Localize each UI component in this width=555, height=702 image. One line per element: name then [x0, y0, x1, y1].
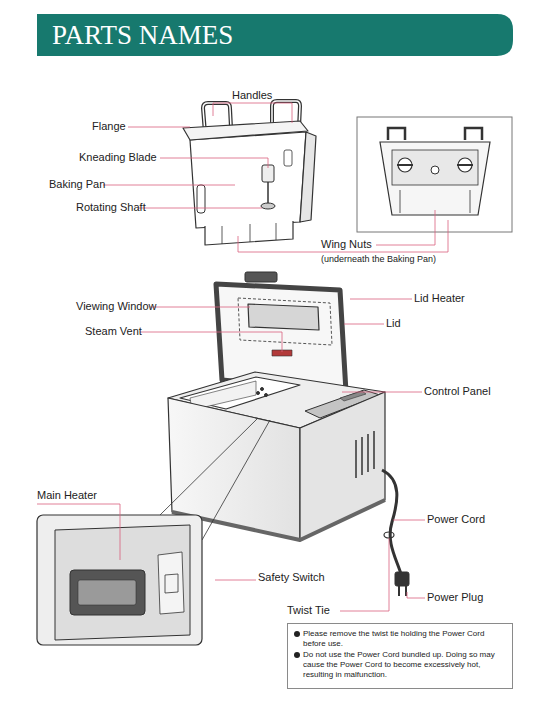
part-label: Baking Pan	[49, 178, 105, 191]
note-text: Please remove the twist tie holding the …	[303, 629, 484, 648]
part-label: Lid Heater	[414, 292, 465, 305]
note-box: Please remove the twist tie holding the …	[287, 623, 513, 689]
part-label: Rotating Shaft	[76, 201, 146, 214]
note-text-block: Please remove the twist tie holding the …	[294, 629, 506, 649]
part-label: Safety Switch	[258, 571, 325, 584]
wing-nut-inset	[357, 117, 512, 232]
bullet-dot	[294, 652, 300, 658]
leader-lines	[37, 103, 448, 611]
part-label: Control Panel	[424, 385, 491, 398]
part-label: Kneading Blade	[79, 151, 157, 164]
title-banner	[37, 14, 513, 56]
bread-machine-drawing	[168, 272, 409, 596]
bullet-dot	[294, 631, 300, 637]
part-label: Lid	[386, 317, 401, 330]
part-label: Main Heater	[37, 489, 97, 502]
part-label: Viewing Window	[76, 300, 157, 313]
part-label: (underneath the Baking Pan)	[321, 253, 436, 266]
part-label: Power Plug	[427, 591, 483, 604]
main-heater-inset	[37, 418, 270, 645]
part-label: Steam Vent	[85, 325, 142, 338]
part-label: Flange	[92, 120, 126, 133]
title-text: PARTS NAMES	[52, 20, 233, 50]
part-label: Twist Tie	[287, 604, 330, 617]
note-text-block: Do not use the Power Cord bundled up. Do…	[294, 650, 506, 680]
part-label: Handles	[232, 89, 272, 102]
note-text: Do not use the Power Cord bundled up. Do…	[303, 650, 495, 679]
baking-pan-drawing	[183, 101, 316, 245]
part-label: Wing Nuts	[321, 238, 372, 251]
part-label: Power Cord	[427, 513, 485, 526]
